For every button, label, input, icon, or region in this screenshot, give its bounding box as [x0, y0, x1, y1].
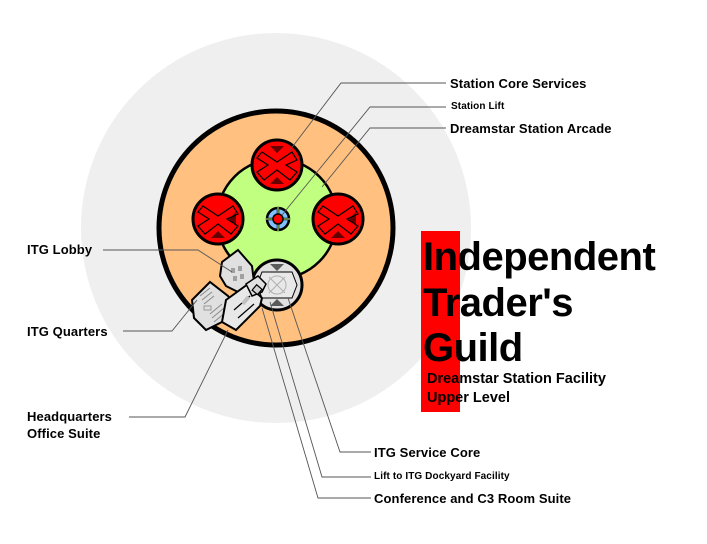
lift-to-dockyard[interactable]: [251, 283, 263, 296]
label-hq-office-line2: Office Suite: [27, 426, 101, 441]
label-itg-lobby: ITG Lobby: [27, 242, 93, 257]
itg-facility-block[interactable]: [190, 248, 267, 332]
label-station-core-services: Station Core Services: [450, 76, 587, 91]
label-itg-quarters: ITG Quarters: [27, 324, 108, 339]
label-hq-office-line1: Headquarters: [27, 409, 113, 424]
leader-dreamstar-arcade: [321, 127, 446, 188]
leader-itg-service-core: [287, 297, 371, 453]
core-pod-left[interactable]: [191, 192, 245, 246]
leader-station-lift: [281, 106, 446, 216]
label-lift-dockyard: Lift to ITG Dockyard Facility: [374, 471, 510, 482]
leader-conference: [261, 307, 371, 499]
title-accent-bar: [421, 231, 460, 412]
leader-hq-office: [129, 329, 229, 418]
title-line-1: Independent: [423, 235, 656, 279]
leader-station-core-services: [289, 82, 446, 151]
label-station-lift: Station Lift: [451, 101, 505, 112]
label-dreamstar-arcade: Dreamstar Station Arcade: [450, 121, 612, 136]
label-itg-service-core: ITG Service Core: [374, 445, 481, 460]
core-pod-top[interactable]: [250, 138, 304, 192]
subtitle-level: Upper Level: [427, 390, 510, 406]
leader-lift-dockyard: [269, 301, 371, 478]
title-line-2: Trader's: [423, 281, 574, 325]
leader-lines: [103, 82, 446, 499]
title-line-3: Guild: [423, 326, 523, 370]
label-conference-c3: Conference and C3 Room Suite: [374, 491, 572, 506]
leader-itg-lobby: [103, 249, 233, 273]
leader-itg-quarters: [123, 299, 198, 332]
subtitle-facility: Dreamstar Station Facility: [427, 371, 606, 387]
station-lift[interactable]: [265, 206, 291, 232]
core-pod-right[interactable]: [311, 192, 365, 246]
